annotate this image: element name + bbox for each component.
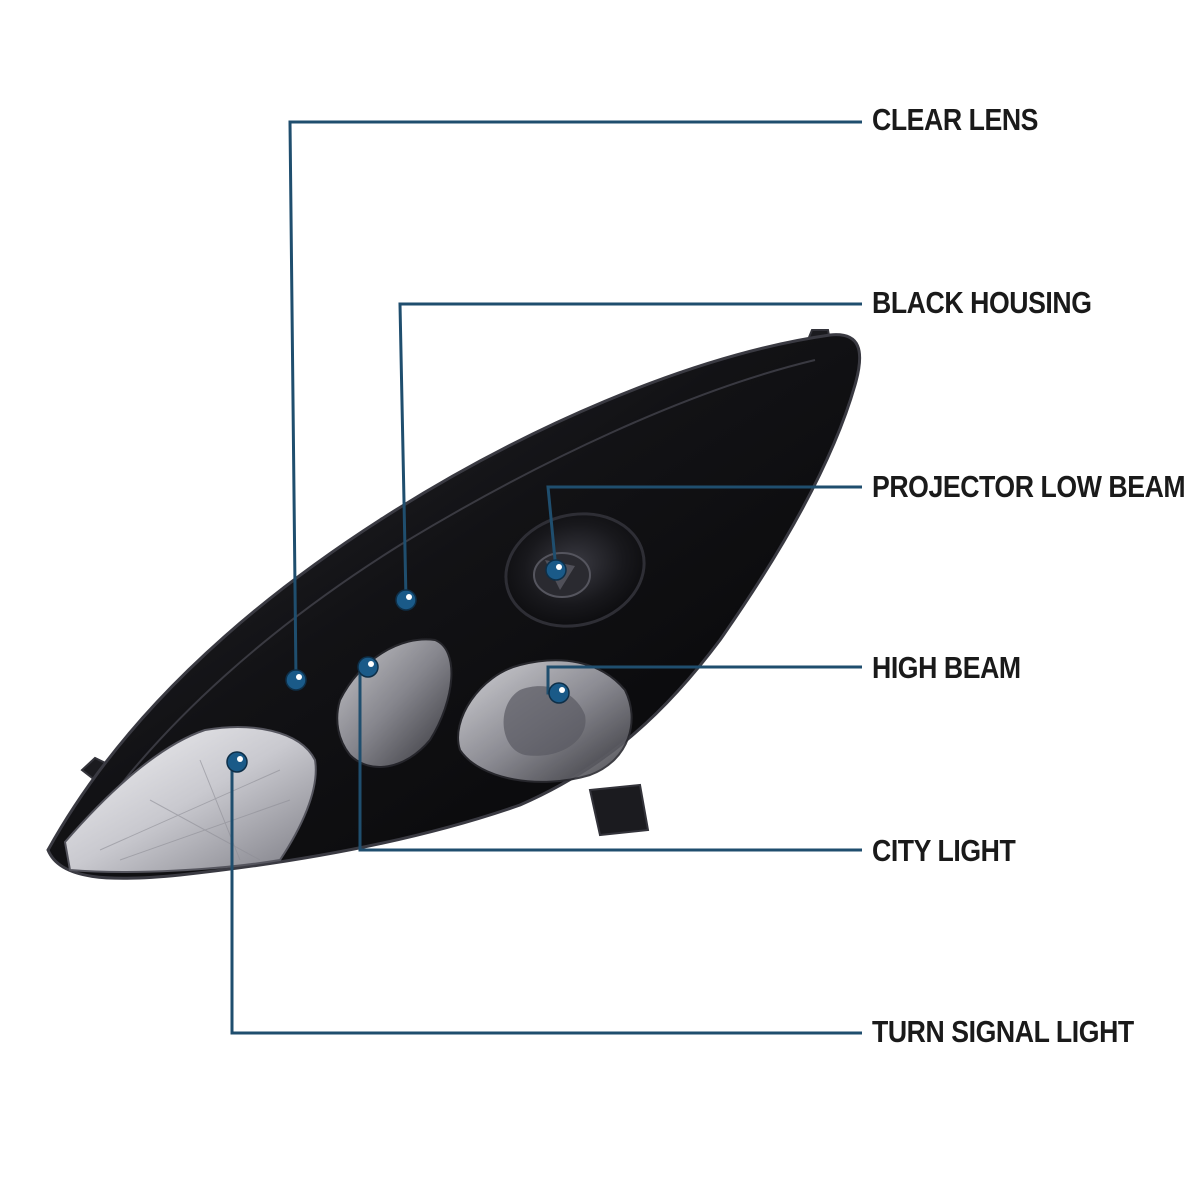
marker-clear-lens bbox=[285, 669, 307, 691]
callout-label-projector-low-beam: PROJECTOR LOW BEAM bbox=[872, 469, 1186, 504]
marker-city-light bbox=[357, 656, 379, 678]
marker-high-beam bbox=[548, 682, 570, 704]
marker-black-housing bbox=[395, 589, 417, 611]
marker-highlight-high-beam bbox=[559, 687, 565, 693]
callout-label-clear-lens: CLEAR LENS bbox=[872, 102, 1039, 137]
callout-label-city-light: CITY LIGHT bbox=[872, 833, 1016, 868]
marker-highlight-black-housing bbox=[406, 594, 412, 600]
callout-label-black-housing: BLACK HOUSING bbox=[872, 285, 1092, 320]
leader-line-clear-lens bbox=[288, 120, 862, 681]
turn-signal-lens bbox=[63, 726, 317, 873]
leader-line-black-housing bbox=[398, 302, 862, 601]
high-beam-inner bbox=[503, 686, 586, 756]
marker-highlight-city-light bbox=[368, 661, 374, 667]
marker-highlight-turn-signal-light bbox=[237, 756, 243, 762]
marker-projector-low-beam bbox=[545, 559, 567, 581]
callout-label-high-beam: HIGH BEAM bbox=[872, 650, 1021, 685]
marker-highlight-clear-lens bbox=[296, 674, 302, 680]
housing-inner-edge bbox=[79, 359, 816, 841]
marker-highlight-projector-low-beam bbox=[556, 564, 562, 570]
callout-label-turn-signal-light: TURN SIGNAL LIGHT bbox=[872, 1014, 1134, 1049]
callout-markers bbox=[226, 559, 570, 773]
leader-line-projector-low-beam bbox=[546, 485, 862, 571]
marker-turn-signal-light bbox=[226, 751, 248, 773]
